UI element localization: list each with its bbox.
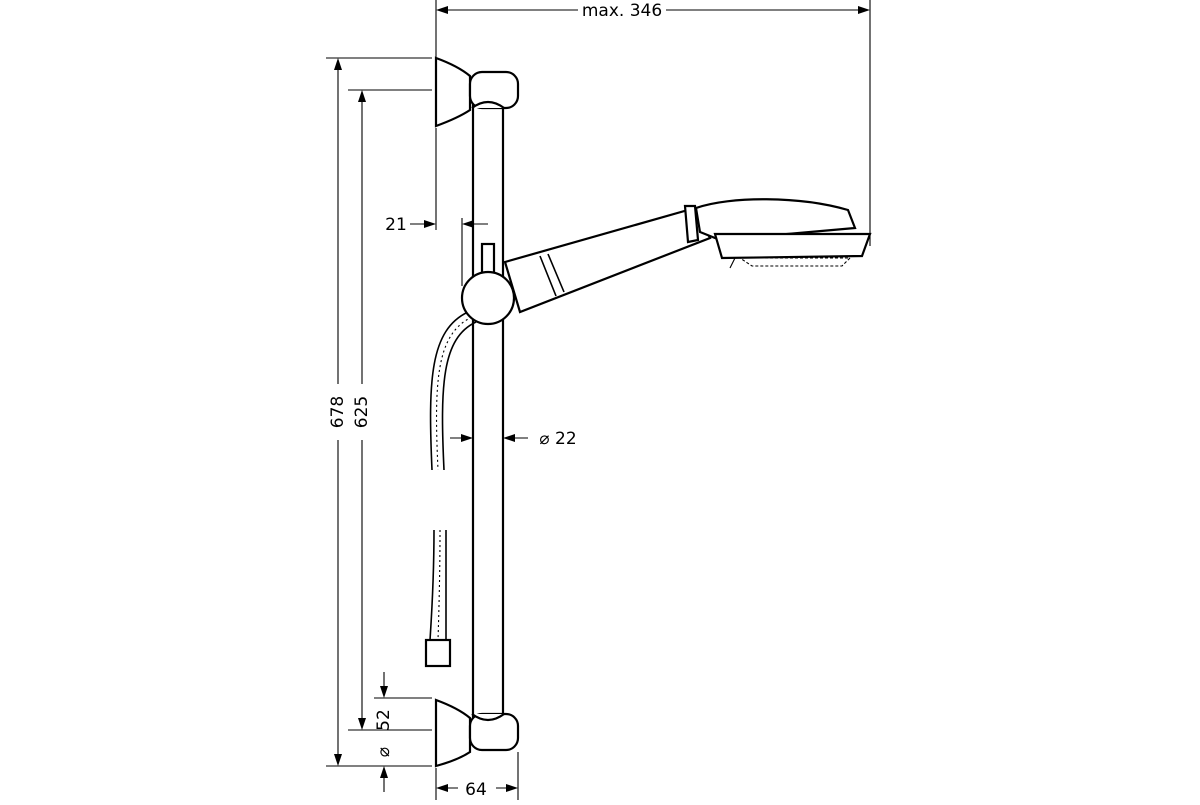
label-bracket-diameter: ⌀ (374, 747, 394, 757)
label-bracket-depth: 64 (465, 780, 487, 800)
label-total-height: 678 (328, 396, 348, 428)
dimension-bracket-diameter: ⌀ (374, 747, 394, 792)
dimension-offset: 21 (385, 128, 488, 286)
label-bracket-height: 52 (374, 709, 394, 731)
dimension-max-reach: max. 346 (435, 0, 871, 246)
top-wall-bracket (434, 56, 520, 128)
label-bracket-distance: 625 (352, 396, 372, 428)
dimension-bracket-depth: 64 (435, 752, 519, 800)
label-offset: 21 (385, 215, 407, 235)
slide-rail (471, 100, 505, 720)
shower-hose (424, 311, 477, 668)
dimension-bracket-distance: 625 (348, 89, 432, 731)
hand-shower (460, 198, 872, 326)
dimension-total-height: 678 (326, 57, 432, 767)
label-rail-diameter: ⌀ 22 (539, 429, 576, 449)
dimension-rail-diameter: ⌀ 22 (450, 429, 577, 449)
dimension-bracket-height: 52 (374, 672, 432, 731)
label-max-reach: max. 346 (582, 1, 662, 21)
bottom-wall-bracket (434, 698, 520, 768)
